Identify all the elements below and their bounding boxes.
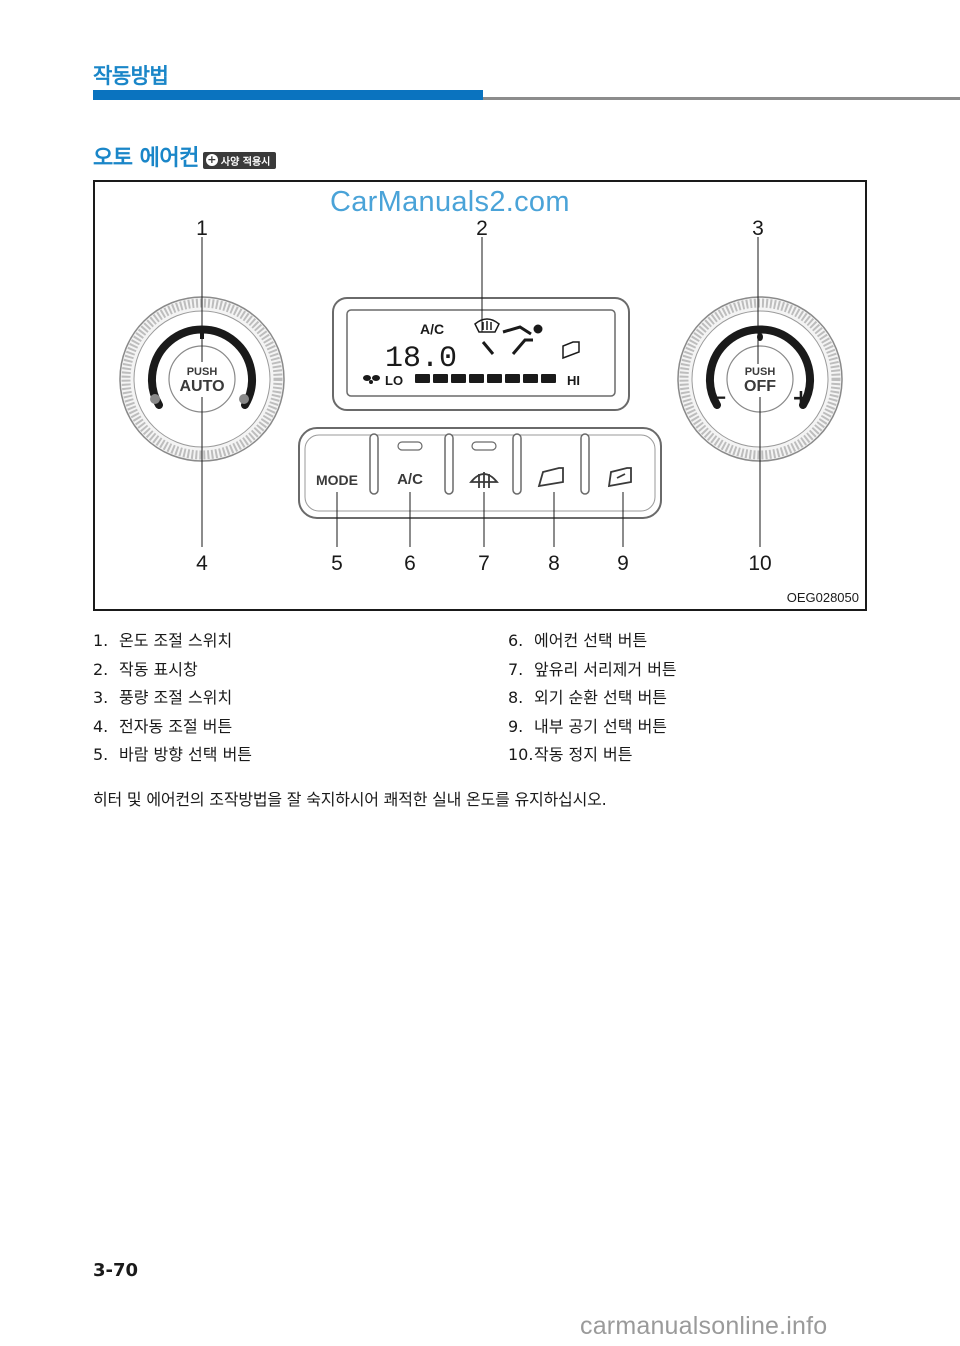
- legend-text: 풍량 조절 스위치: [119, 688, 233, 708]
- body-paragraph: 히터 및 에어컨의 조작방법을 잘 숙지하시어 쾌적한 실내 온도를 유지하십시…: [93, 790, 607, 809]
- legend-item: 6. 에어컨 선택 버튼: [508, 627, 677, 656]
- legend-item: 4. 전자동 조절 버튼: [93, 713, 252, 742]
- subtitle: 오토 에어컨 + 사양 적용시: [93, 140, 277, 172]
- legend-item: 10.작동 정지 버튼: [508, 741, 677, 770]
- legend-text: 작동 표시창: [119, 659, 198, 679]
- display-temperature: 18.0: [385, 342, 457, 376]
- callout-3: 3: [752, 217, 764, 240]
- recirculation-display-icon: [562, 341, 580, 360]
- fan-level-bar: [415, 374, 556, 383]
- page-number: 3-70: [93, 1260, 139, 1281]
- header-rule-blue: [93, 90, 483, 100]
- legend-num: 9.: [508, 716, 524, 736]
- plus-icon: +: [205, 153, 218, 166]
- callout-9: 9: [617, 552, 629, 575]
- legend-item: 7. 앞유리 서리제거 버튼: [508, 656, 677, 685]
- display-hi: HI: [567, 373, 580, 388]
- climate-panel-illustration: PUSH AUTO − + PUSH OFF A/C: [119, 217, 843, 575]
- climate-control-figure: PUSH AUTO − + PUSH OFF A/C: [93, 180, 867, 611]
- legend-right: 6.에어컨 선택 버튼 7.앞유리 서리제거 버튼 8.외기 순환 선택 버튼 …: [508, 627, 677, 770]
- display-unit: A/C 18.0 LO: [332, 297, 630, 411]
- legend-item: 3. 풍량 조절 스위치: [93, 684, 252, 713]
- legend-text: 앞유리 서리제거 버튼: [534, 659, 677, 679]
- fan-small-icon: [363, 375, 380, 384]
- legend-item: 8. 외기 순환 선택 버튼: [508, 684, 677, 713]
- temperature-knob: PUSH AUTO: [119, 296, 285, 462]
- legend-text: 온도 조절 스위치: [119, 631, 233, 650]
- legend-num: 1.: [93, 631, 109, 650]
- right-knob-push: PUSH: [745, 366, 776, 378]
- display-lo: LO: [385, 373, 403, 388]
- callout-2: 2: [476, 217, 488, 240]
- defrost-icon: [474, 318, 500, 333]
- callout-1: 1: [196, 217, 208, 240]
- legend-text: 전자동 조절 버튼: [119, 716, 233, 736]
- legend-num: 8.: [508, 688, 524, 708]
- figure-code: OEG028050: [786, 590, 859, 605]
- right-knob-minus: −: [711, 385, 728, 409]
- mode-button-label: MODE: [316, 472, 358, 488]
- legend-text: 에어컨 선택 버튼: [534, 631, 648, 650]
- right-knob-plus: +: [792, 386, 810, 411]
- callout-10: 10: [748, 552, 771, 575]
- legend-text: 작동 정지 버튼: [534, 745, 633, 765]
- option-badge: + 사양 적용시: [202, 151, 277, 169]
- callout-8: 8: [548, 552, 560, 575]
- subtitle-text: 오토 에어컨: [93, 146, 199, 171]
- legend-left: 1. 온도 조절 스위치 2. 작동 표시창 3. 풍량 조절 스위치 4. 전자동 조…: [93, 627, 252, 770]
- legend-item: 9. 내부 공기 선택 버튼: [508, 713, 677, 742]
- left-knob-push: PUSH: [187, 366, 218, 378]
- callout-5: 5: [331, 552, 343, 575]
- legend-num: 5.: [93, 745, 109, 765]
- right-knob-label: OFF: [744, 378, 776, 395]
- button-strip: MODE A/C: [298, 427, 662, 519]
- site-watermark: carmanualsonline.info: [580, 1312, 828, 1340]
- recirculate-button-icon: [607, 467, 632, 488]
- header-rule-gray: [483, 97, 960, 100]
- left-knob-label: AUTO: [179, 378, 224, 395]
- legend-item: 5. 바람 방향 선택 버튼: [93, 741, 252, 770]
- legend-num: 7.: [508, 659, 524, 679]
- legend-num: 10.: [508, 745, 534, 765]
- callout-lines: [201, 237, 761, 547]
- callout-4: 4: [196, 552, 208, 575]
- option-badge-label: 사양 적용시: [220, 156, 271, 168]
- legend-text: 내부 공기 선택 버튼: [534, 716, 668, 736]
- legend-text: 외기 순환 선택 버튼: [534, 688, 668, 708]
- legend-num: 6.: [508, 631, 524, 650]
- legend-num: 2.: [93, 659, 109, 679]
- legend-num: 3.: [93, 688, 109, 708]
- legend-num: 4.: [93, 716, 109, 736]
- section-title: 작동방법: [93, 64, 169, 88]
- fan-icon: [749, 326, 771, 341]
- front-defrost-button-icon: [469, 472, 499, 488]
- fan-speed-knob: − + PUSH OFF: [677, 296, 843, 462]
- outside-air-button-icon: [537, 467, 564, 488]
- figure-watermark: CarManuals2.com: [330, 186, 570, 218]
- callout-6: 6: [404, 552, 416, 575]
- legend-text: 바람 방향 선택 버튼: [119, 745, 253, 765]
- callout-7: 7: [478, 552, 490, 575]
- airflow-icon: [481, 324, 543, 355]
- legend-item: 1. 온도 조절 스위치: [93, 627, 252, 656]
- legend-item: 2. 작동 표시창: [93, 656, 252, 685]
- display-ac: A/C: [420, 321, 444, 337]
- ac-button-label: A/C: [397, 471, 423, 488]
